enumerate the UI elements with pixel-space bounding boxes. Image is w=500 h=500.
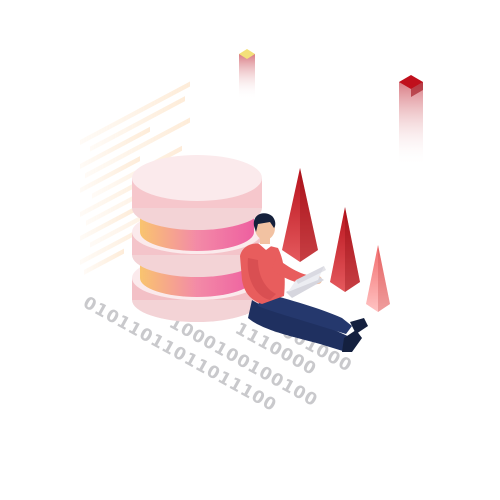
cone-medium bbox=[330, 207, 360, 292]
laptop-icon bbox=[286, 266, 326, 298]
tall-tower bbox=[399, 75, 423, 166]
person-avatar bbox=[240, 213, 368, 352]
cone-chart bbox=[282, 168, 390, 312]
small-tower bbox=[239, 49, 255, 99]
cone-large bbox=[282, 168, 318, 262]
cone-small bbox=[366, 245, 390, 312]
database-icon bbox=[132, 155, 262, 322]
